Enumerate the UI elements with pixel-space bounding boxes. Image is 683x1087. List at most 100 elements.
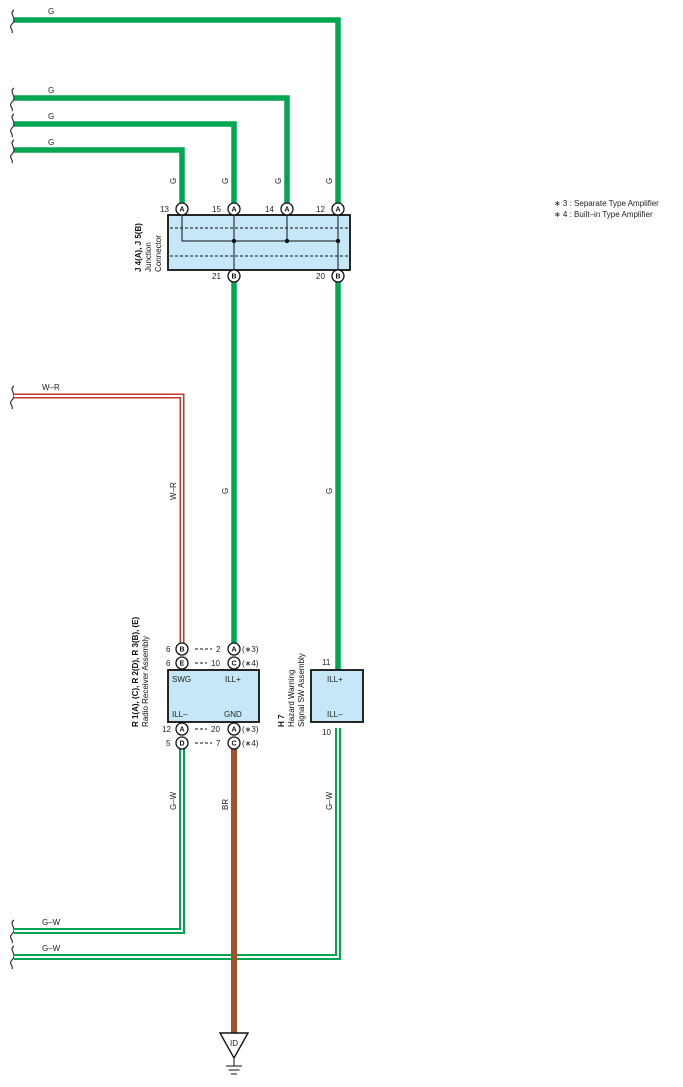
- break-mark: [10, 113, 15, 138]
- ground-label: ID: [230, 1039, 238, 1048]
- wire-label-g-w: G–W: [42, 918, 61, 927]
- w-r-wire: W–R W–R: [14, 383, 185, 644]
- ground-point: ID: [218, 1032, 250, 1075]
- radio-box: [167, 669, 260, 723]
- break-mark: [10, 9, 15, 34]
- pin-number: 11: [322, 658, 331, 667]
- wire-g-w-inner: [14, 748, 183, 932]
- legend: ∗ 3 : Separate Type Amplifier ∗ 4 : Buil…: [554, 199, 659, 219]
- pin-number: 2: [216, 645, 221, 654]
- radio-receiver-assembly: SWG ILL+ ILL– GND 6 B 2 A (∗3) 6 E 10 C …: [131, 616, 260, 750]
- junction-code: J 4(A), J 5(B): [134, 223, 143, 272]
- connector-circle: [227, 722, 241, 736]
- connector-circle: [331, 269, 345, 283]
- hazard-switch-assembly: ILL+ ILL– 11 10 H 7 Hazard Warning Signa…: [277, 653, 364, 737]
- break-mark: [10, 87, 15, 112]
- pin-note: (∗3): [242, 645, 259, 654]
- wire-label-g: G: [221, 178, 230, 184]
- connector-letter: A: [231, 727, 236, 734]
- g-w-wires: G–W G–W G–W G–W: [14, 728, 341, 960]
- wire-label-w-r: W–R: [42, 383, 60, 392]
- radio-name: Radio Receiver Assembly: [141, 636, 150, 727]
- wire-g-w-outer: [14, 748, 185, 934]
- pin-number: 21: [212, 272, 221, 281]
- hazard-box: [310, 669, 364, 723]
- wire-label-g: G: [48, 86, 54, 95]
- pin-number: 14: [265, 205, 274, 214]
- break-mark: [10, 139, 15, 164]
- g-wires: [14, 17, 341, 670]
- wire-label-g: G: [169, 178, 178, 184]
- wire-label-g-w: G–W: [325, 791, 334, 810]
- connector-circle: [227, 736, 241, 750]
- junction-node: [335, 238, 341, 244]
- break-mark: [10, 919, 15, 944]
- pin-number: 12: [162, 725, 171, 734]
- pin-note: (∗4): [242, 659, 259, 668]
- pin-number: 5: [166, 739, 171, 748]
- connector-letter: A: [335, 207, 340, 214]
- connector-letter: C: [231, 741, 236, 748]
- ground-triangle: [218, 1032, 250, 1060]
- pin-number: 12: [316, 205, 325, 214]
- connector-circle: [227, 656, 241, 670]
- connector-letter: B: [335, 274, 340, 281]
- wire-label-g: G: [48, 138, 54, 147]
- hazard-code: H 7: [277, 714, 286, 727]
- connector-letter: D: [179, 741, 184, 748]
- connector-circle: [227, 269, 241, 283]
- connector-letter: A: [179, 207, 184, 214]
- radio-swg-label: SWG: [172, 675, 191, 684]
- wire-g-1: [14, 17, 341, 203]
- wire-g-2: [14, 95, 290, 203]
- junction-node: [284, 238, 290, 244]
- break-mark: [10, 385, 15, 410]
- legend-note: ∗ 4 : Built–in Type Amplifier: [554, 210, 653, 219]
- wire-g-3: [14, 121, 237, 203]
- wire-g-w-inner: [14, 728, 339, 958]
- connector-circle: [331, 202, 345, 216]
- radio-ill-plus-label: ILL+: [225, 675, 241, 684]
- hazard-ill-minus-label: ILL–: [327, 710, 343, 719]
- connector-letter: A: [179, 727, 184, 734]
- wire-label-g: G: [48, 7, 54, 16]
- connector-circle: [280, 202, 294, 216]
- hazard-name-1: Hazard Warning: [287, 669, 296, 727]
- br-wire: BR: [221, 748, 237, 1033]
- pin-number: 10: [322, 728, 331, 737]
- wire-break-marks: [10, 9, 15, 970]
- connector-circle: [175, 722, 189, 736]
- hazard-name-2: Signal SW Assembly: [297, 653, 306, 727]
- connector-letter: E: [180, 661, 185, 668]
- wire-label-g-w: G–W: [42, 944, 61, 953]
- pin-note: (∗3): [242, 725, 259, 734]
- connector-letter: C: [231, 661, 236, 668]
- connector-circle: [227, 202, 241, 216]
- pin-number: 20: [211, 725, 220, 734]
- pin-number: 7: [216, 739, 221, 748]
- wire-label-g: G: [274, 178, 283, 184]
- wire-w-r-outer: [14, 393, 185, 644]
- junction-node: [231, 238, 237, 244]
- wire-label-br: BR: [221, 799, 230, 810]
- hazard-ill-plus-label: ILL+: [327, 675, 343, 684]
- connector-circle: [175, 202, 189, 216]
- radio-code: R 1(A), (C), R 2(D), R 3(B), (E): [131, 616, 140, 727]
- connector-letter: A: [284, 207, 289, 214]
- connector-letter: B: [179, 647, 184, 654]
- pin-number: 15: [212, 205, 221, 214]
- wire-g-4: [14, 147, 185, 203]
- wire-label-w-r: W–R: [169, 482, 178, 500]
- connector-circle: [175, 656, 189, 670]
- pin-number: 10: [211, 659, 220, 668]
- pin-number: 6: [166, 645, 171, 654]
- pin-number: 6: [166, 659, 171, 668]
- g-wire-labels: G G G G G G G G G G: [48, 7, 334, 494]
- pin-number: 13: [160, 205, 169, 214]
- junction-box: [167, 214, 351, 271]
- wire-g-w-outer: [14, 728, 341, 960]
- pin-number: 20: [316, 272, 325, 281]
- connector-letter: A: [231, 647, 236, 654]
- wire-label-g-w: G–W: [169, 791, 178, 810]
